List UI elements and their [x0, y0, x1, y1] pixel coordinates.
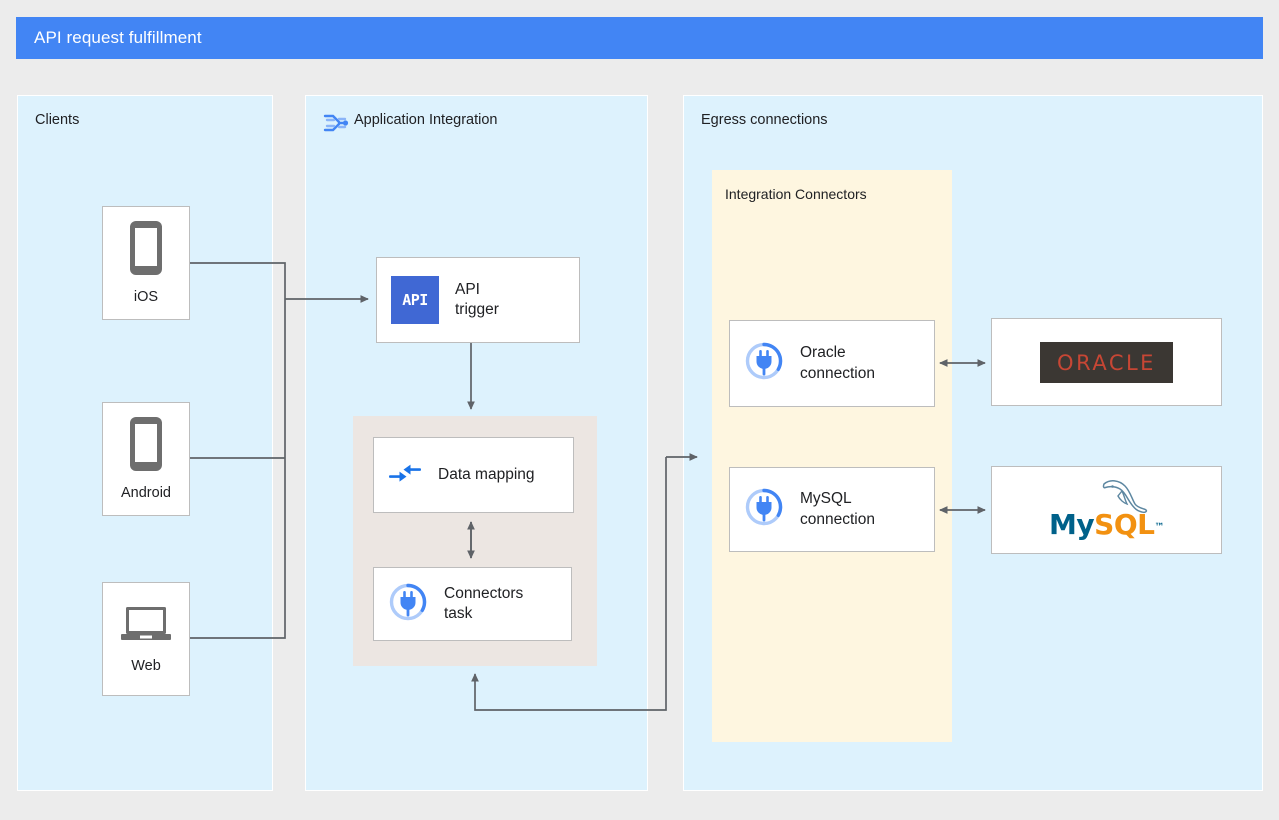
connector-plug-icon — [744, 487, 784, 532]
panel-egress-label: Egress connections — [701, 112, 828, 128]
mysql-trademark: ™ — [1154, 522, 1164, 533]
diagram-title-bar: API request fulfillment — [16, 17, 1263, 59]
mysql-wordmark-my: My — [1049, 508, 1095, 541]
mysql-wordmark-sql: SQL — [1094, 508, 1155, 541]
data-mapping-icon — [388, 459, 422, 492]
api-icon: API — [391, 276, 439, 324]
client-node-web[interactable]: Web — [102, 582, 190, 696]
oracle-logo: ORACLE — [1040, 341, 1173, 383]
client-node-label: Web — [131, 657, 161, 674]
node-oracle-connection-label: Oracle connection — [800, 344, 875, 382]
node-data-mapping-label: Data mapping — [438, 465, 535, 483]
node-connectors-task[interactable]: Connectors task — [373, 567, 572, 641]
smartphone-icon — [124, 415, 168, 478]
panel-integration-connectors: Integration Connectors — [712, 170, 952, 742]
backend-mysql: MySQL™ — [991, 466, 1222, 554]
oracle-logo-text: ORACLE — [1057, 350, 1156, 375]
panel-application-integration-label: Application Integration — [354, 112, 498, 128]
client-node-android[interactable]: Android — [102, 402, 190, 516]
backend-oracle: ORACLE — [991, 318, 1222, 406]
node-oracle-connection[interactable]: Oracle connection — [729, 320, 935, 407]
application-integration-icon — [321, 108, 351, 138]
connector-plug-icon — [388, 582, 428, 627]
node-api-trigger[interactable]: API API trigger — [376, 257, 580, 343]
node-api-trigger-label: API trigger — [455, 280, 499, 318]
node-data-mapping[interactable]: Data mapping — [373, 437, 574, 513]
node-mysql-connection[interactable]: MySQL connection — [729, 467, 935, 552]
panel-clients-label: Clients — [35, 112, 80, 128]
node-mysql-connection-label: MySQL connection — [800, 490, 875, 528]
client-node-ios[interactable]: iOS — [102, 206, 190, 320]
mysql-logo: MySQL™ — [1042, 477, 1172, 543]
client-node-label: iOS — [133, 288, 159, 305]
connector-plug-icon — [744, 341, 784, 386]
panel-integration-connectors-label: Integration Connectors — [725, 186, 867, 202]
client-node-label: Android — [121, 484, 171, 501]
laptop-icon — [118, 602, 174, 651]
mysql-wordmark: MySQL™ — [1042, 508, 1172, 541]
smartphone-icon — [124, 219, 168, 282]
api-icon-text: API — [402, 291, 428, 309]
page-title: API request fulfillment — [34, 28, 202, 47]
node-connectors-task-label: Connectors task — [444, 584, 524, 622]
mysql-dolphin-icon — [1094, 477, 1152, 524]
